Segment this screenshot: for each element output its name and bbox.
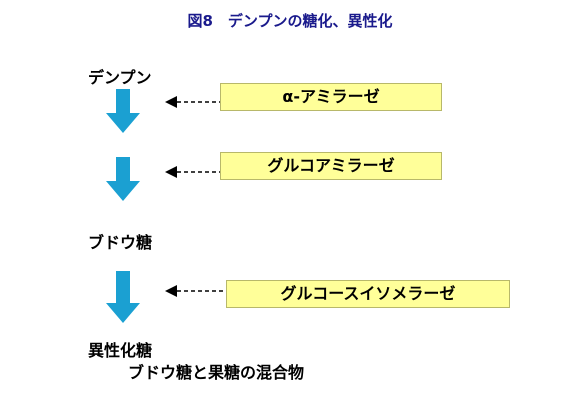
label-isomerized-sugar: 異性化糖 [88, 341, 153, 360]
dashed-arrow-3 [165, 285, 227, 297]
figure-title: 図8 デンプンの糖化、異性化 [187, 12, 393, 30]
down-arrow-3 [106, 271, 140, 323]
down-arrow-1 [106, 89, 140, 133]
label-glucose-fructose-mixture: ブドウ糖と果糖の混合物 [128, 363, 305, 382]
enzyme-box-glucoamylase: グルコアミラーゼ [220, 152, 442, 180]
label-starch: デンプン [88, 68, 152, 87]
enzyme-box-glucose-isomerase: グルコースイソメラーゼ [226, 280, 510, 308]
enzyme-box-alpha-amylase: α-アミラーゼ [220, 83, 442, 111]
dashed-arrow-2 [165, 166, 221, 178]
dashed-arrow-1 [165, 96, 221, 108]
down-arrow-2 [106, 157, 140, 201]
label-glucose: ブドウ糖 [88, 233, 153, 252]
